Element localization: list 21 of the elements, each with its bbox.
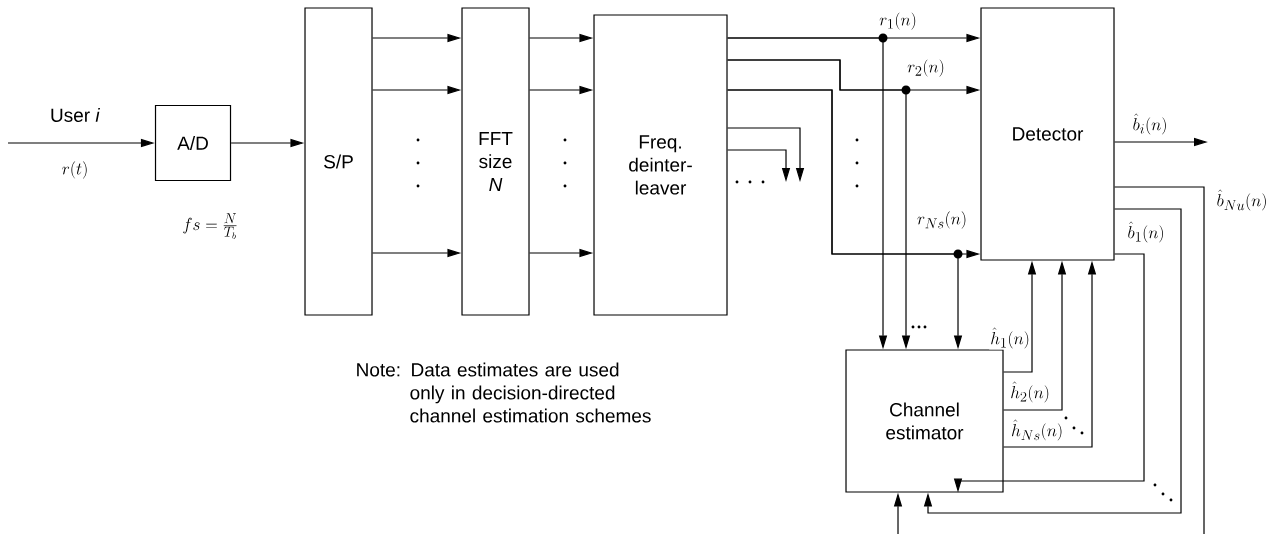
note-text: Note: Data estimates are used only in decision-directed channel estimation schemes	[357, 362, 651, 423]
process-box: A/D	[154, 104, 232, 182]
signal-label: $fs = \frac{N}{T_{b}}$	[183, 213, 237, 239]
edge-label: $\hat{h}_{Ns}(n)$	[1010, 418, 1064, 442]
signal-line	[1114, 186, 1205, 534]
edge-label: $\hat{h}_{2}(n)$	[1009, 380, 1051, 404]
edge-label: $\hat{b}_{1}(n)$	[1126, 220, 1166, 244]
edge-label: $\hat{h}_{1}(n)$	[989, 326, 1031, 350]
process-box: Freq. deinter-leaver	[593, 14, 728, 316]
edge-label: $r_{Ns}(n)$	[916, 210, 968, 230]
edge-label: $r_{1}(n)$	[878, 11, 918, 31]
edge-label: $\hat{b}_{i}(n)$	[1131, 112, 1169, 136]
edge-label: $\hat{b}_{Nu}(n)$	[1215, 188, 1269, 212]
edge-label: $r_{2}(n)$	[906, 58, 946, 78]
edge-label: User i	[49, 107, 102, 123]
process-box: Channel estimator	[845, 349, 1004, 493]
signal-label: $r(t)$	[62, 161, 87, 179]
process-box: S/P	[304, 7, 373, 316]
arrow	[923, 208, 1182, 514]
process-box: FFT size N	[461, 7, 530, 316]
process-box: Detector	[980, 7, 1115, 261]
